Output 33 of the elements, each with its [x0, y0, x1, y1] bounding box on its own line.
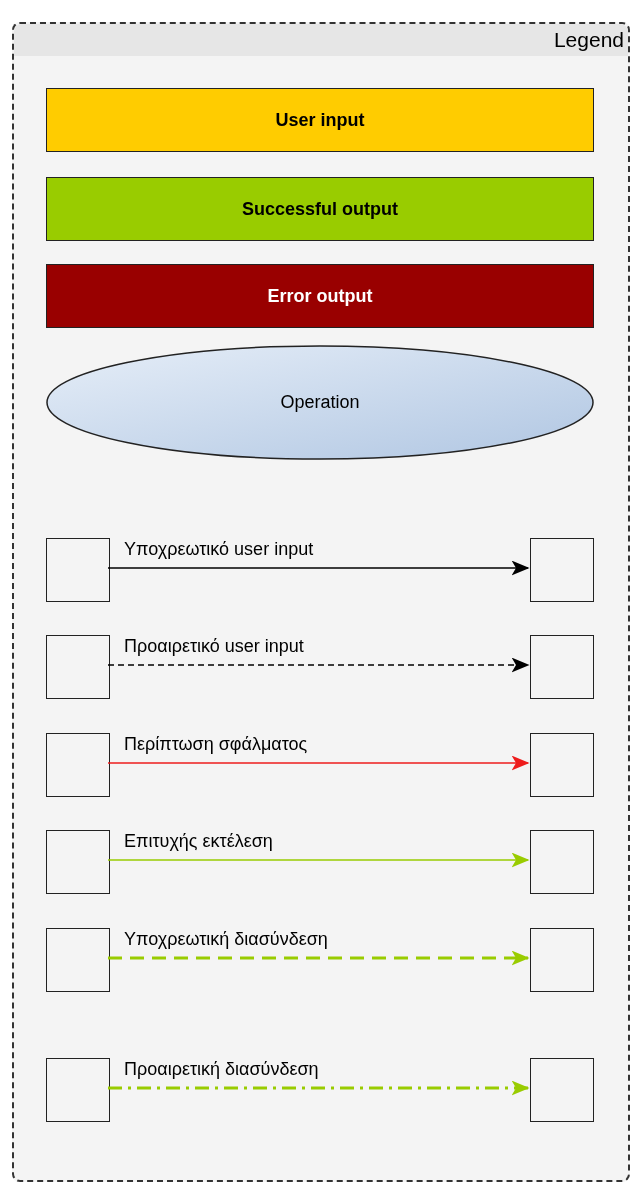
empty-box	[46, 538, 110, 602]
edge-label: Προαιρετική διασύνδεση	[124, 1060, 319, 1078]
input-box	[46, 88, 594, 152]
edge-label: Υποχρεωτική διασύνδεση	[124, 930, 328, 948]
empty-box	[46, 635, 110, 699]
success-box	[46, 177, 594, 241]
edge-label: Υποχρεωτικό user input	[124, 540, 314, 558]
empty-box	[46, 733, 110, 797]
box-label: Successful output	[242, 197, 398, 221]
empty-box	[530, 733, 594, 797]
empty-box	[46, 1058, 110, 1122]
arrow	[107, 852, 530, 868]
edge-label: Περίπτωση σφάλματος	[124, 735, 308, 753]
ellipse-label: Operation	[280, 391, 360, 414]
empty-box	[530, 928, 594, 992]
edge-label: Προαιρετικό user input	[124, 637, 304, 655]
empty-box	[46, 830, 110, 894]
edge-label: Επιτυχής εκτέλεση	[124, 832, 273, 850]
empty-box	[530, 538, 594, 602]
empty-box	[530, 635, 594, 699]
empty-box	[530, 830, 594, 894]
legend-panel	[12, 22, 630, 1182]
arrow	[108, 1080, 530, 1096]
error-box	[46, 264, 594, 328]
arrow	[107, 657, 530, 673]
box-label: User input	[275, 108, 365, 132]
empty-box	[46, 928, 110, 992]
arrow	[107, 560, 530, 576]
arrow	[108, 950, 530, 966]
box-label: Error output	[267, 284, 373, 308]
arrow	[107, 755, 530, 771]
legend-title: Legend	[553, 27, 624, 54]
empty-box	[530, 1058, 594, 1122]
